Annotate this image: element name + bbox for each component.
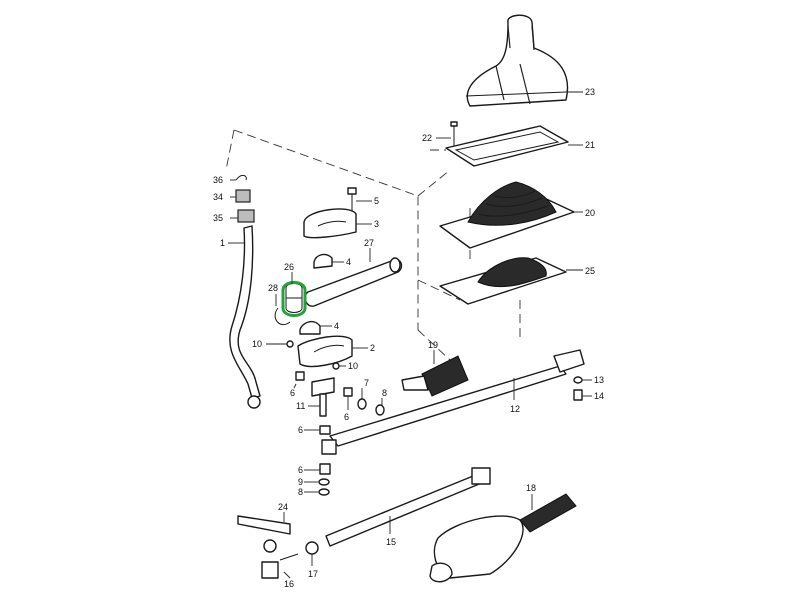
callout-15: 15 — [386, 537, 396, 547]
part-7-washer — [357, 388, 367, 410]
part-17-nut — [305, 541, 319, 566]
callout-16: 16 — [284, 579, 294, 589]
part-36-clip — [230, 174, 247, 181]
callout-2: 2 — [370, 343, 375, 353]
callout-26: 26 — [284, 262, 294, 272]
callout-5: 5 — [374, 196, 379, 206]
callout-36: 36 — [213, 175, 223, 185]
part-19-boot — [401, 350, 469, 397]
part-8-washer-lower — [304, 488, 330, 496]
part-10-screw-lower — [332, 362, 346, 370]
callout-22: 22 — [422, 133, 432, 143]
part-13-washer — [573, 376, 592, 384]
part-16-bushing — [261, 553, 299, 579]
part-35-bushing — [230, 209, 255, 223]
part-26-o-ring — [281, 272, 307, 317]
part-2-housing-lower — [297, 335, 368, 368]
callout-17: 17 — [308, 569, 318, 579]
callout-1: 1 — [220, 238, 225, 248]
part-18-linkage-housing — [429, 493, 577, 583]
part-15-lower-rod — [325, 467, 491, 547]
part-11-bracket — [308, 377, 335, 417]
callout-27: 27 — [364, 238, 374, 248]
callout-4-upper: 4 — [346, 257, 351, 267]
callout-4-lower: 4 — [334, 321, 339, 331]
part-22-screw — [436, 121, 458, 146]
callout-21: 21 — [585, 140, 595, 150]
highlight-outline — [281, 281, 307, 317]
callout-6-b: 6 — [344, 412, 349, 422]
callout-6-a: 6 — [290, 388, 295, 398]
callout-10-lower: 10 — [348, 361, 358, 371]
part-28-circlip — [274, 294, 291, 326]
callout-18: 18 — [526, 483, 536, 493]
callout-labels: 23 22 21 20 25 36 34 35 1 5 3 27 4 26 28… — [213, 87, 604, 589]
callout-8-lower: 8 — [298, 487, 303, 497]
callout-13: 13 — [594, 375, 604, 385]
part-3-housing-upper — [303, 208, 372, 239]
callout-3: 3 — [374, 219, 379, 229]
part-1-shift-lever — [228, 225, 261, 409]
callout-11: 11 — [296, 401, 305, 411]
part-10-screw-upper — [266, 340, 294, 348]
callout-6-d: 6 — [298, 465, 303, 475]
part-34-bushing — [230, 189, 251, 203]
callout-19: 19 — [428, 340, 438, 350]
callout-10-upper: 10 — [252, 339, 262, 349]
callout-25: 25 — [585, 266, 595, 276]
part-9-washer — [304, 478, 330, 486]
callout-34: 34 — [213, 192, 223, 202]
callout-23: 23 — [585, 87, 595, 97]
callout-9: 9 — [298, 477, 303, 487]
callout-7: 7 — [364, 378, 369, 388]
callout-12: 12 — [510, 404, 520, 414]
part-12-shift-rod — [321, 349, 585, 455]
callout-6-c: 6 — [298, 425, 303, 435]
callout-24: 24 — [278, 502, 288, 512]
part-6-nut-b — [343, 387, 353, 410]
part-14-bolt — [573, 389, 592, 401]
part-20-rubber-boot — [439, 181, 583, 249]
callout-20: 20 — [585, 208, 595, 218]
part-4-bushing-lower — [299, 320, 332, 335]
callout-28: 28 — [268, 283, 278, 293]
part-24-lever-plate — [237, 512, 291, 553]
part-6-nut-d — [304, 463, 331, 475]
part-4-bushing-upper — [313, 253, 344, 269]
part-6-nut-a — [293, 371, 305, 389]
part-25-base-plate — [439, 257, 583, 305]
callout-8-upper: 8 — [382, 388, 387, 398]
part-23-shift-knob-boot — [465, 14, 583, 107]
callout-35: 35 — [213, 213, 223, 223]
part-8-washer — [375, 398, 385, 416]
part-21-frame — [445, 125, 583, 167]
callout-14: 14 — [594, 391, 604, 401]
part-6-nut-c — [304, 425, 331, 435]
